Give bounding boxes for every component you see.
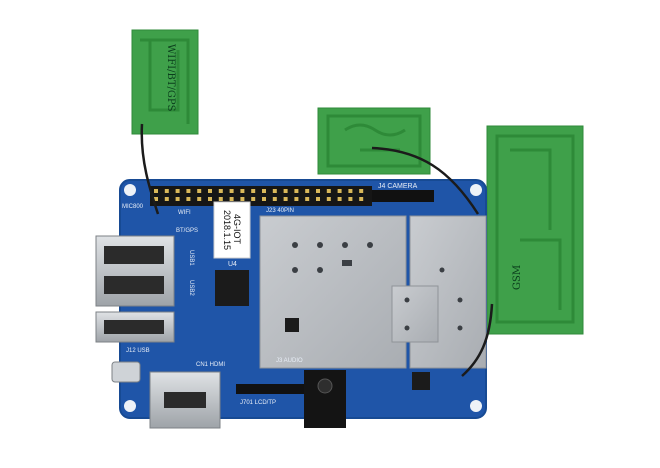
header-pin xyxy=(154,189,158,193)
header-pin xyxy=(326,197,331,201)
j23-40pin-label: J23 40PIN xyxy=(266,208,294,214)
ic-u4 xyxy=(215,270,249,306)
header-pin xyxy=(262,189,266,193)
gsm-coax-cable xyxy=(461,303,494,377)
header-pin xyxy=(197,189,202,193)
header-pin xyxy=(229,189,234,193)
j3-audio-label: J3 AUDIO xyxy=(276,358,303,364)
header-pin xyxy=(337,197,342,201)
wifi-bt-gps-antenna: WIFI/BT/GPS xyxy=(131,29,199,135)
header-pin xyxy=(326,189,331,193)
header-pin xyxy=(186,197,191,201)
wifi-label: WIFI xyxy=(178,210,191,216)
camera-coax-cable xyxy=(371,146,480,215)
j4-camera-label: J4 CAMERA xyxy=(378,183,418,190)
header-pin xyxy=(294,189,299,193)
usb-port-stack xyxy=(95,235,175,307)
header-pin xyxy=(283,197,288,201)
small-ic xyxy=(285,318,299,332)
header-pin xyxy=(197,197,202,201)
bt-gps-label: BT/GPS xyxy=(176,228,198,234)
camera-antenna xyxy=(317,107,431,175)
header-pin xyxy=(208,197,212,201)
header-pin xyxy=(262,197,266,201)
wifi-antenna-label: WIFI/BT/GPS xyxy=(165,44,176,112)
rf-shield-right xyxy=(391,215,487,369)
header-pin xyxy=(283,189,288,193)
header-pin xyxy=(348,189,353,193)
mounting-hole xyxy=(470,400,482,412)
usb1-label: USB1 xyxy=(188,250,194,266)
header-pin xyxy=(218,197,223,201)
header-pin xyxy=(175,189,180,193)
header-pin xyxy=(240,189,245,193)
audio-jack xyxy=(304,370,346,428)
header-pin xyxy=(186,189,191,193)
mounting-hole xyxy=(470,184,482,196)
header-pin xyxy=(359,197,364,201)
header-pin xyxy=(316,197,320,201)
u4-label: U4 xyxy=(228,261,237,268)
header-pin xyxy=(229,197,234,201)
rf-shield-main xyxy=(259,215,407,369)
header-pin xyxy=(294,197,299,201)
j701-lcd-tp-label: J701 LCD/TP xyxy=(240,400,276,406)
lcd-connector xyxy=(236,384,306,394)
gpio-40pin-header xyxy=(150,186,372,206)
header-pin xyxy=(251,189,256,193)
header-pin xyxy=(164,197,169,201)
header-pin xyxy=(251,197,256,201)
header-pin xyxy=(218,189,223,193)
header-pin xyxy=(359,189,364,193)
header-pin xyxy=(154,197,158,201)
small-ic xyxy=(412,372,430,390)
micro-usb-port xyxy=(111,361,141,383)
product-name: 4G-IOT xyxy=(232,214,242,245)
mounting-hole xyxy=(124,184,136,196)
j12-usb-label: J12 USB xyxy=(126,348,150,354)
header-pin xyxy=(272,197,277,201)
usb2-label: USB2 xyxy=(188,280,194,296)
header-pin xyxy=(240,197,245,201)
camera-connector xyxy=(372,190,434,202)
mic800-label: MIC800 xyxy=(122,204,144,210)
hdmi-port xyxy=(149,371,221,429)
cn1-hdmi-label: CN1 HDMI xyxy=(196,362,225,368)
header-pin xyxy=(208,189,212,193)
header-pin xyxy=(164,189,169,193)
header-pin xyxy=(337,189,342,193)
product-label-sticker: 4G-IOT 2018.1.15 xyxy=(213,201,251,259)
gsm-antenna: GSM xyxy=(486,125,584,335)
header-pin xyxy=(272,189,277,193)
header-pin xyxy=(348,197,353,201)
wifi-coax-cable xyxy=(140,123,160,215)
gsm-antenna-label: GSM xyxy=(512,265,523,290)
mounting-hole xyxy=(124,400,136,412)
header-pin xyxy=(175,197,180,201)
usb-port-single xyxy=(95,311,175,343)
header-pin xyxy=(305,197,310,201)
header-pin xyxy=(316,189,320,193)
header-pin xyxy=(305,189,310,193)
build-date: 2018.1.15 xyxy=(222,210,232,250)
